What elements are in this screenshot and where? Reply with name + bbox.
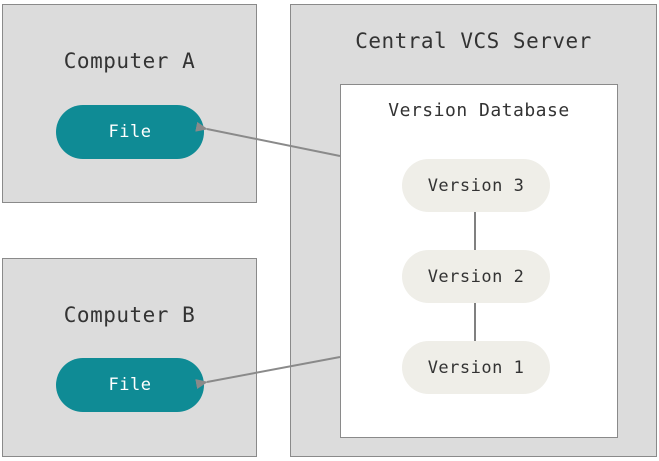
version-database-title: Version Database	[388, 100, 570, 121]
computer-a-title: Computer A	[63, 49, 196, 73]
computer-b-file: File	[56, 358, 204, 412]
version-2-pill: Version 2	[402, 250, 550, 303]
arrow-to-computer-b	[195, 356, 341, 389]
version-3-pill: Version 3	[402, 159, 550, 212]
server-title: Central VCS Server	[355, 29, 592, 53]
central-vcs-server-box: Central VCS Server Version Database	[290, 4, 657, 457]
computer-a-file: File	[56, 105, 204, 159]
computer-b-box: Computer B File	[2, 258, 257, 457]
arrow-to-computer-a	[195, 121, 341, 157]
version-1-pill: Version 1	[402, 341, 550, 394]
computer-b-title: Computer B	[63, 303, 196, 327]
computer-a-box: Computer A File	[2, 4, 257, 203]
